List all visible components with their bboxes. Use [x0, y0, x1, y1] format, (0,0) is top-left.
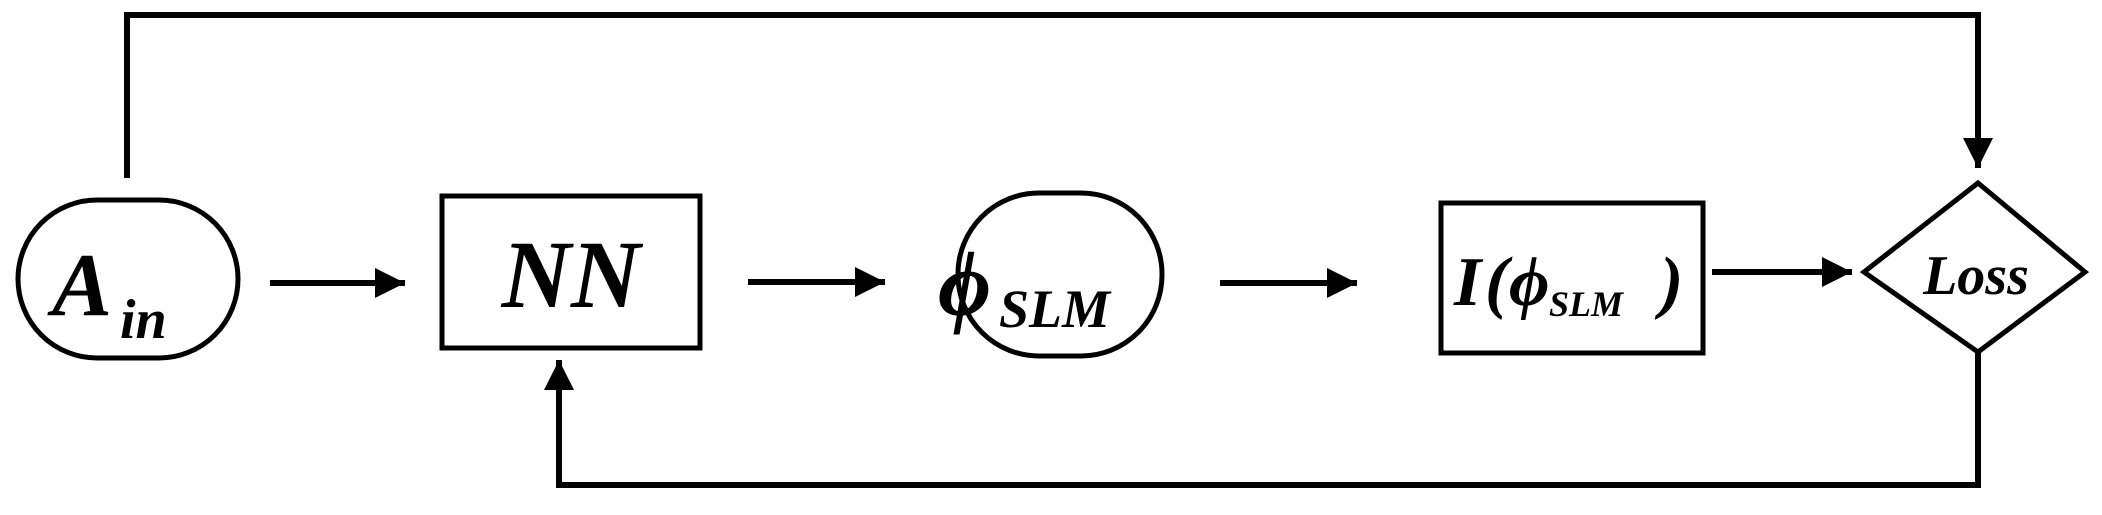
node-nn-label: NN: [501, 221, 644, 328]
edge-loss-to-nn: [544, 352, 1981, 488]
node-nn: NN: [439, 193, 703, 351]
node-intensity: I ( ϕ SLM ): [1438, 200, 1706, 356]
node-a-in-main: A: [47, 236, 112, 335]
node-phi-slm: ϕ SLM: [938, 190, 1165, 359]
node-intensity-sub: SLM: [1549, 284, 1625, 324]
node-intensity-prefix: I: [1453, 244, 1484, 321]
edge-ain-to-loss: [124, 12, 1993, 178]
node-a-in: A in: [15, 197, 241, 361]
node-phi-sub: SLM: [999, 279, 1112, 339]
node-a-in-sub: in: [120, 289, 167, 351]
node-loss: Loss: [1859, 179, 2090, 356]
node-phi-main: ϕ: [938, 233, 991, 335]
node-intensity-phi: ϕ: [1509, 244, 1550, 321]
node-loss-label: Loss: [1922, 245, 2029, 307]
